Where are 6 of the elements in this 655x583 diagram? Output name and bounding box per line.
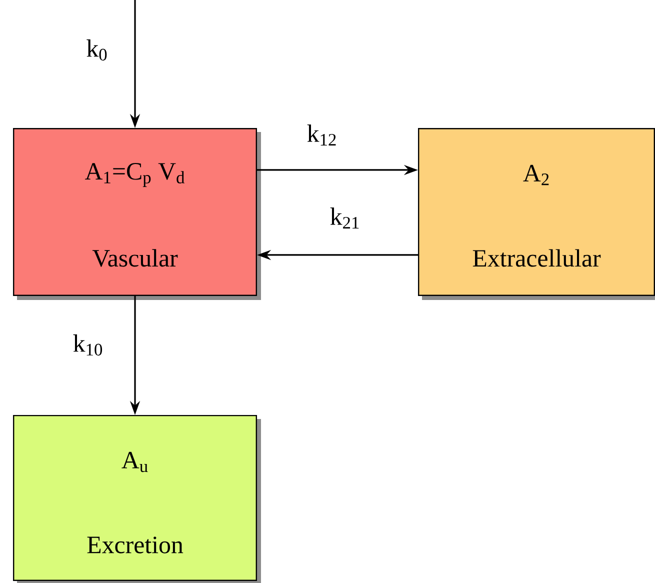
edge-label: k$_{12}$ (306, 124, 338, 146)
compartment-box: A$_{u}$ Excretion (13, 414, 261, 583)
compartment-box: A$_{2}$ Extracellular (418, 128, 655, 300)
edge-label: k$_{0}$ (85, 38, 109, 62)
edge-label: k$_{10}$ (72, 333, 104, 357)
edge-label: k$_{21}$ (328, 206, 362, 230)
